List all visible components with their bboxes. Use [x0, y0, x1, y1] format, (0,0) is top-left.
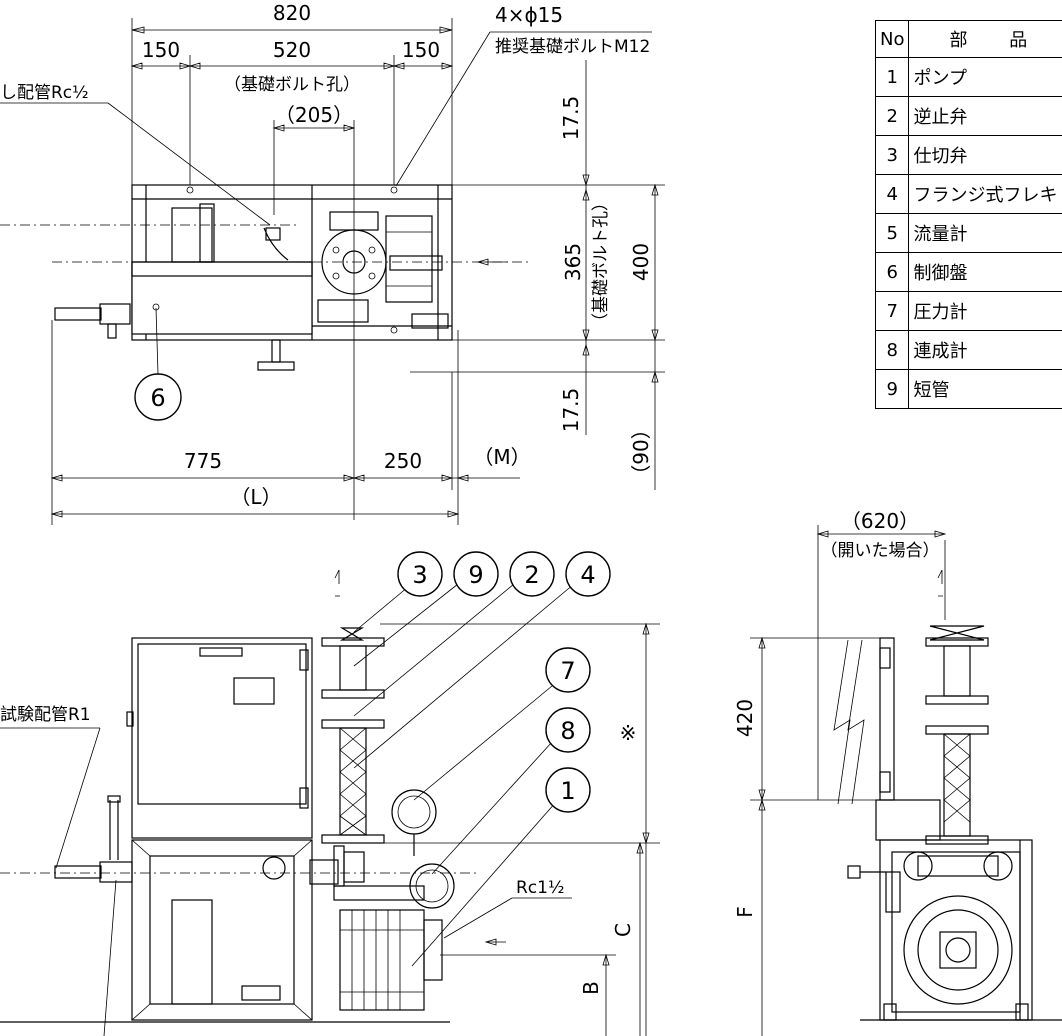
plan-view: 820 150 520 150 （基礎ボルト孔） （205） 4×ϕ15 推奨基… [0, 1, 665, 525]
table-cell-name: 連成計 [908, 330, 1062, 370]
dim-M: （M） [473, 445, 530, 469]
table-cell-no: 8 [874, 330, 910, 370]
table-cell-no: 6 [874, 252, 910, 292]
balloon-9: 9 [468, 561, 483, 589]
dim-520: 520 [273, 38, 311, 62]
dim-420: 420 [733, 699, 757, 737]
balloon-2: 2 [524, 561, 539, 589]
dim-620-note: （開いた場合） [821, 541, 940, 561]
balloon-8: 8 [560, 717, 575, 745]
table-cell-name: 流量計 [908, 213, 1062, 253]
dim-400: 400 [629, 243, 653, 281]
dim-90: （90） [629, 419, 653, 484]
table-cell-no: 4 [874, 174, 910, 214]
dim-775: 775 [184, 449, 222, 473]
dim-520-note: （基礎ボルト孔） [224, 75, 360, 95]
dim-150-right: 150 [402, 38, 440, 62]
front-view: 試験配管R1 Rc1½ 3 9 2 4 [0, 551, 660, 1036]
front-balloons: 3 9 2 4 7 8 1 [353, 551, 611, 967]
table-cell-no: 9 [874, 369, 910, 409]
table-cell-name: フランジ式フレキ [908, 174, 1062, 214]
dim-F: F [733, 906, 757, 918]
dim-17-5-top: 17.5 [559, 96, 583, 141]
dim-250: 250 [384, 449, 422, 473]
dim-620: （620） [841, 509, 919, 533]
table-cell-name: 逆止弁 [908, 96, 1062, 136]
side-view: （620） （開いた場合） 420 F [733, 509, 1062, 1036]
table-cell-no: 2 [874, 96, 910, 136]
balloon-6: 6 [150, 384, 165, 412]
dim-C: C [611, 923, 635, 937]
dim-205: （205） [275, 103, 353, 127]
table-header-row: No 部 品 名 [874, 20, 1062, 58]
table-cell-name: 仕切弁 [908, 135, 1062, 175]
table-cell-no: 3 [874, 135, 910, 175]
parts-table: No 部 品 名 1ポンプ2逆止弁3仕切弁4フランジ式フレキ5流量計6制御盤7圧… [874, 20, 1062, 409]
dim-L: （L） [230, 485, 281, 509]
dim-B: B [579, 981, 603, 995]
pump-column [309, 627, 443, 1011]
bolt-note: 推奨基礎ボルトM12 [495, 37, 650, 57]
dim-150-left: 150 [142, 38, 180, 62]
table-head-name: 部 品 名 [908, 20, 1062, 58]
table-cell-name: ポンプ [908, 57, 1062, 97]
dim-17-5-bottom: 17.5 [559, 388, 583, 433]
dim-365-note: （基礎ボルト孔） [591, 194, 611, 330]
table-cell-name: 制御盤 [908, 252, 1062, 292]
bolt-spec: 4×ϕ15 [495, 3, 563, 27]
balloon-4: 4 [580, 561, 595, 589]
table-head-no: No [874, 20, 910, 58]
dim-365: 365 [561, 243, 585, 281]
table-cell-name: 短管 [908, 369, 1062, 409]
balloon-1: 1 [560, 777, 575, 805]
balloon-7: 7 [560, 657, 575, 685]
mark-note: ※ [620, 721, 637, 745]
table-cell-no: 5 [874, 213, 910, 253]
table-cell-no: 1 [874, 57, 910, 97]
rc-label: Rc1½ [516, 878, 564, 898]
drain-pipe-label: し配管Rc½ [0, 83, 89, 103]
balloon-3: 3 [412, 561, 427, 589]
table-cell-no: 7 [874, 291, 910, 331]
dim-820: 820 [273, 1, 311, 25]
test-pipe-label: 試験配管R1 [0, 705, 91, 725]
table-cell-name: 圧力計 [908, 291, 1062, 331]
